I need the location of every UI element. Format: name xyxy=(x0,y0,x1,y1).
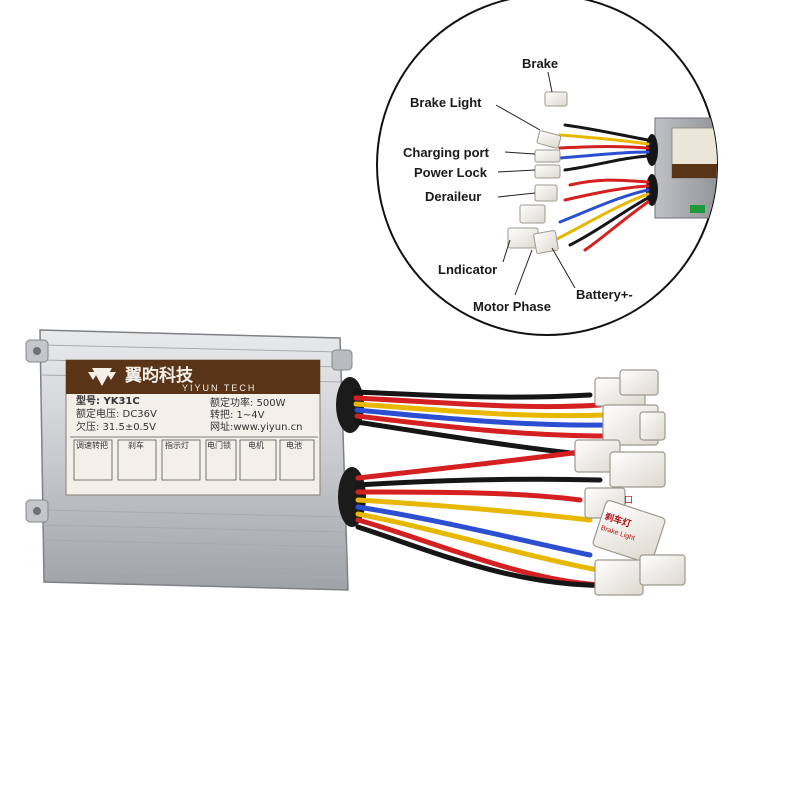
lower-wire-bundle xyxy=(355,449,623,588)
callout-motor-phase: Motor Phase xyxy=(473,299,552,314)
plate-website: 网址:www.yiyun.cn xyxy=(210,422,303,433)
plate-brand-cn: 翼昀科技 xyxy=(125,366,193,386)
upper-wire-bundle xyxy=(352,389,613,458)
plate-brand-en: YIYUN TECH xyxy=(182,383,257,393)
plate-port-battery: 电池 xyxy=(286,441,302,450)
callout-battery: Battery+- xyxy=(576,287,633,302)
plate-port-throttle: 调速转把 xyxy=(76,441,108,450)
plate-port-power-lock: 电门锁 xyxy=(207,441,231,450)
plate-voltage: 额定电压: DC36V xyxy=(76,409,157,420)
brand-logo xyxy=(88,368,116,386)
callout-power-lock: Power Lock xyxy=(414,165,487,180)
plate-undervoltage: 欠压: 31.5±0.5V xyxy=(76,422,156,433)
port-tag: 口 xyxy=(624,496,634,506)
callout-brake: Brake xyxy=(522,56,559,71)
plate-power: 额定功率: 500W xyxy=(210,398,286,409)
plate-port-indicator: 指示灯 xyxy=(165,441,189,450)
callout-derailleur: Deraileur xyxy=(425,189,482,204)
connectors xyxy=(574,369,686,596)
plate-port-brake: 刹车 xyxy=(128,441,144,450)
callout-indicator: Lndicator xyxy=(438,262,498,277)
plate-model: 型号: YK31C xyxy=(76,396,140,407)
callout-brake-light: Brake Light xyxy=(410,95,482,110)
plate-throttle: 转把: 1~4V xyxy=(210,410,265,421)
plate-port-motor: 电机 xyxy=(248,441,264,450)
callout-charging-port: Charging port xyxy=(403,145,489,160)
controller-box xyxy=(25,329,353,591)
